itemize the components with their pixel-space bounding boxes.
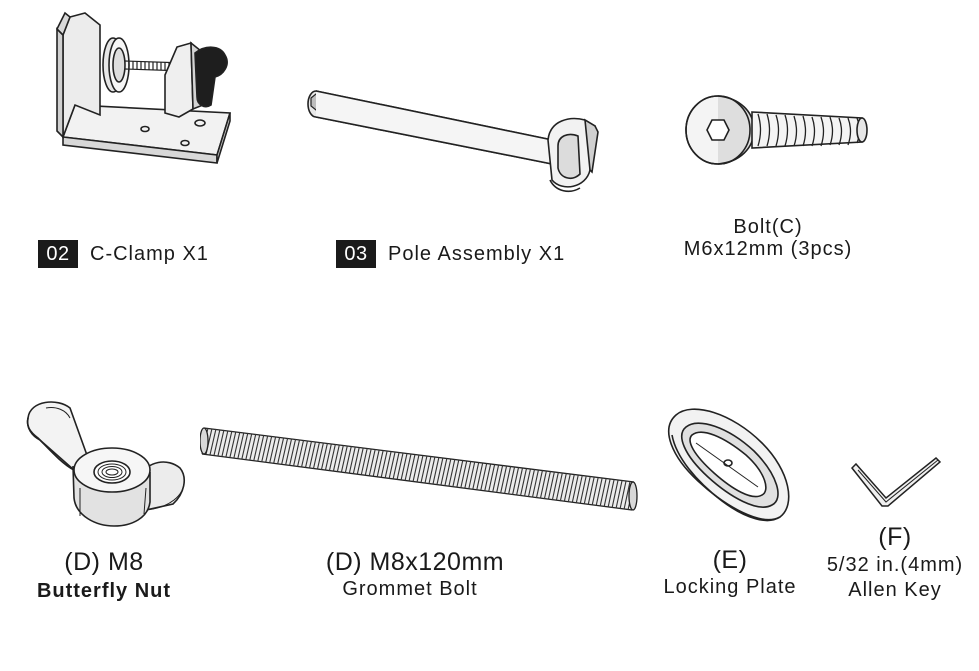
c-clamp-label: C-Clamp X1 [90,243,209,265]
locking-plate-code: (E) [712,546,748,574]
allen-key-illustration [850,452,945,514]
allen-key-name: Allen Key [848,579,942,601]
part-number-badge-02: 02 [38,240,78,268]
butterfly-nut-name: Butterfly Nut [36,580,172,602]
allen-key-code: (F) [878,523,912,551]
part-number-badge-03: 03 [336,240,376,268]
bolt-c-name: Bolt(C) [733,216,803,238]
allen-key-spec: 5/32 in.(4mm) [826,554,964,576]
grommet-bolt-code: (D) M8x120mm [325,548,505,576]
grommet-bolt-illustration [200,420,640,515]
bolt-c-spec: M6x12mm (3pcs) [683,238,853,260]
c-clamp-illustration [45,5,245,170]
bolt-c-illustration [680,90,875,170]
locking-plate-illustration [662,405,797,523]
grommet-bolt-name: Grommet Bolt [342,578,478,600]
pole-assembly-illustration [300,80,605,200]
pole-assembly-label: Pole Assembly X1 [388,243,566,265]
locking-plate-name: Locking Plate [663,576,797,598]
butterfly-nut-illustration [18,398,193,533]
butterfly-nut-code: (D) M8 [64,548,144,576]
